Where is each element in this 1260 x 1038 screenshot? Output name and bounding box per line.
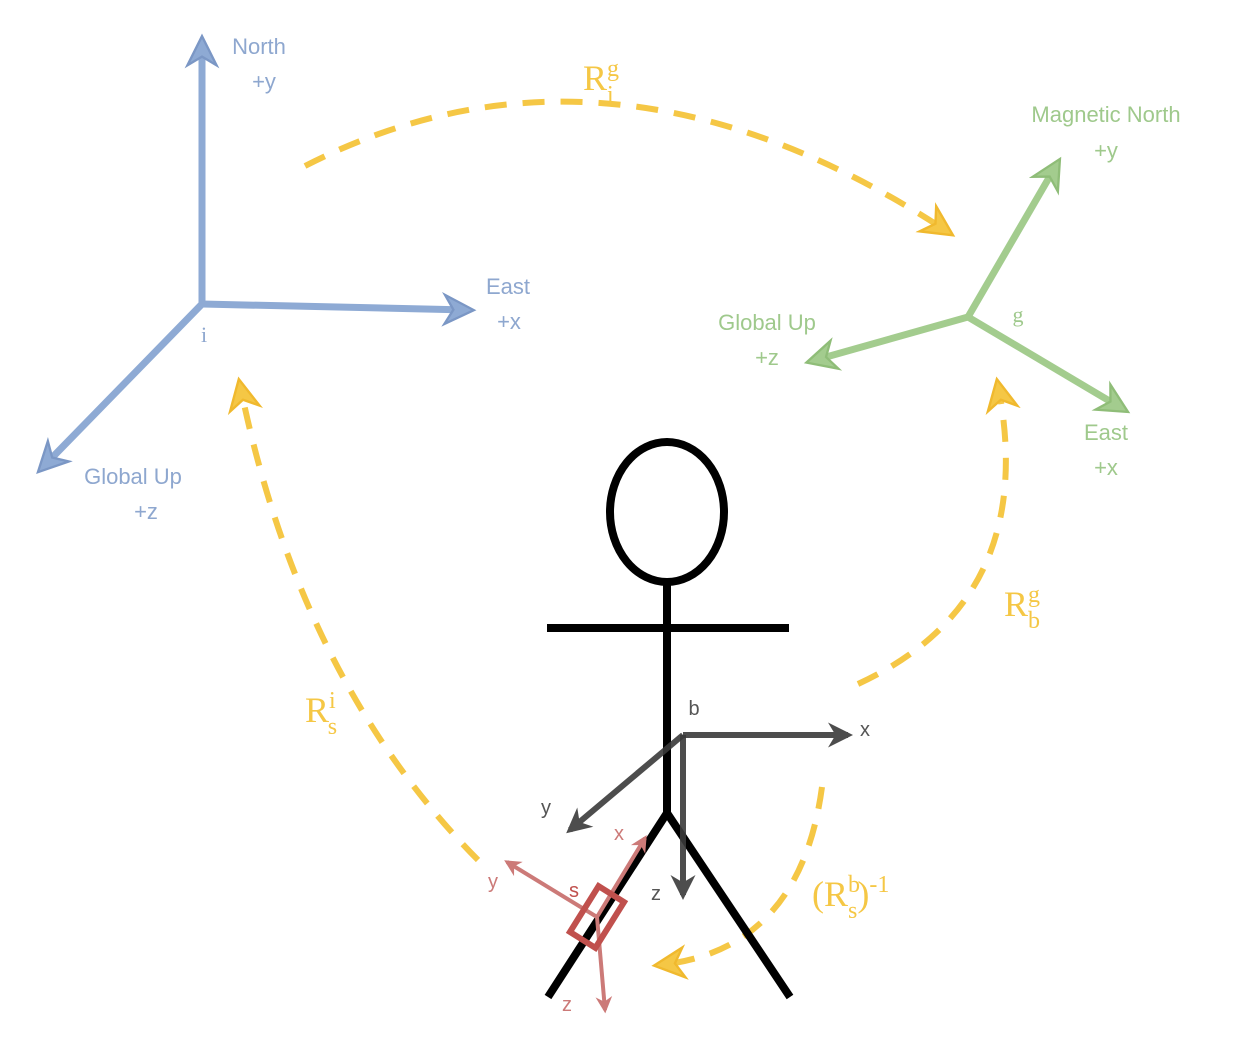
sensor-y-label: y [488, 871, 498, 893]
body-y-axis [566, 732, 685, 834]
sensor-x-label: x [614, 823, 624, 845]
inertial-north-axis-label: +y [252, 69, 276, 94]
stick-figure [544, 438, 794, 1000]
global-up-axis-label: +z [755, 345, 779, 370]
sensor-box [565, 882, 629, 952]
figure-left-leg [544, 810, 671, 1000]
inertial-north-label: North [232, 34, 286, 59]
figure-right-leg [663, 810, 794, 1000]
global-north-axis [964, 164, 1057, 319]
inertial-up-axis-label: +z [134, 499, 158, 524]
sensor-origin-label: s [569, 880, 579, 902]
global-north-label: Magnetic North [1031, 102, 1180, 127]
body-frame: b x y z [541, 698, 870, 905]
rotation-arrow-s-to-i [240, 385, 481, 863]
body-y-label: y [541, 797, 551, 819]
body-z-label: z [651, 883, 661, 905]
inertial-east-axis [201, 304, 468, 310]
inertial-east-axis-label: +x [497, 309, 521, 334]
rotation-arrow-s-to-b [660, 786, 825, 965]
sensor-z-axis [595, 916, 613, 1014]
global-east-axis-label: +x [1094, 455, 1118, 480]
inertial-east-label: East [486, 274, 530, 299]
rotation-arrow-i-to-g [303, 98, 948, 232]
global-frame: Magnetic North +y East +x Global Up +z g [718, 102, 1181, 480]
inertial-origin-label: i [201, 322, 207, 347]
global-east-label: East [1084, 420, 1128, 445]
global-up-axis [812, 313, 969, 361]
sensor-x-axis [595, 835, 647, 919]
rotation-arrows [240, 98, 1006, 965]
global-origin-label: g [1013, 302, 1024, 327]
figure-head [606, 438, 728, 586]
rotation-arrow-b-to-g [856, 385, 1006, 687]
body-origin-label: b [688, 698, 699, 720]
sensor-z-label: z [562, 994, 572, 1016]
inertial-up-axis [42, 301, 205, 468]
inertial-up-label: Global Up [84, 464, 182, 489]
global-north-axis-label: +y [1094, 138, 1118, 163]
body-x-label: x [860, 719, 870, 741]
global-up-label: Global Up [718, 310, 816, 335]
sensor-frame: s x y z [488, 823, 647, 1016]
global-east-axis [966, 313, 1123, 409]
inertial-frame: North +y East +x Global Up +z i [42, 34, 530, 524]
